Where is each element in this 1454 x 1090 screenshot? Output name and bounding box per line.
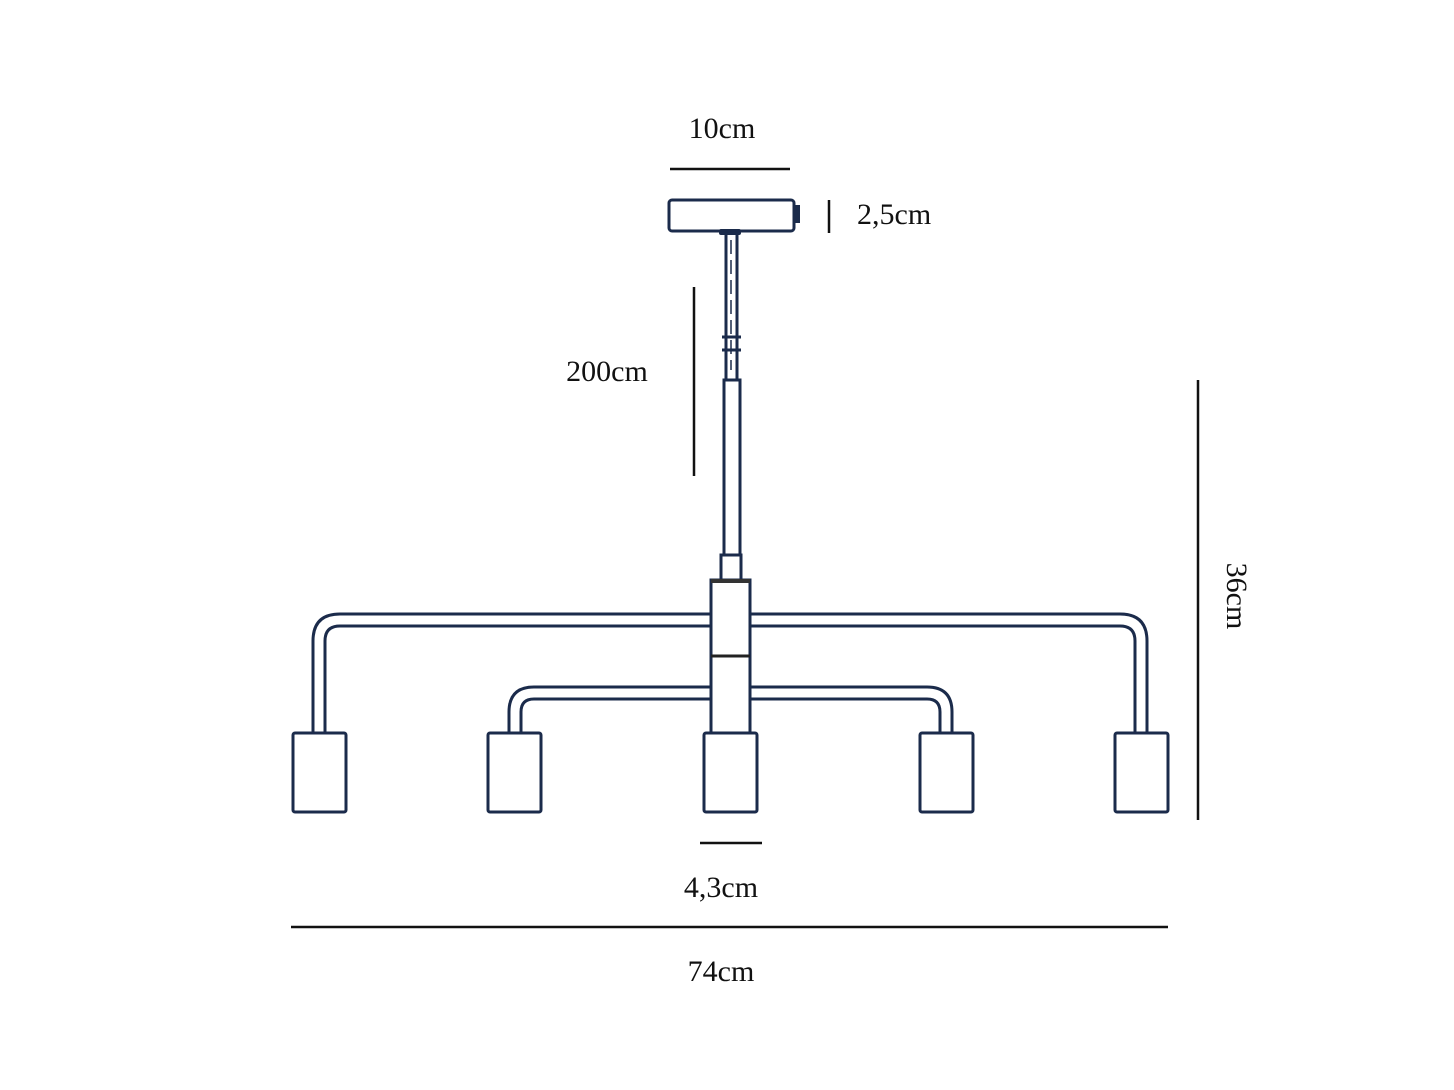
shade <box>702 731 759 814</box>
shade-diameter-label: 4,3cm <box>684 871 758 904</box>
lamp-arms <box>311 612 1149 733</box>
suspension-rod <box>719 234 743 582</box>
shade <box>1113 731 1170 814</box>
central-body <box>709 578 752 735</box>
shade <box>918 731 975 814</box>
cable-length-label: 200cm <box>566 355 648 388</box>
lamp-shades <box>291 731 1170 814</box>
total-width-label: 74cm <box>688 955 755 988</box>
canopy-height-label: 2,5cm <box>857 198 931 231</box>
shade <box>486 731 543 814</box>
canopy-width-label: 10cm <box>689 112 756 145</box>
fixture-height-label: 36cm <box>1220 563 1253 630</box>
shade <box>291 731 348 814</box>
canopy <box>667 198 800 235</box>
